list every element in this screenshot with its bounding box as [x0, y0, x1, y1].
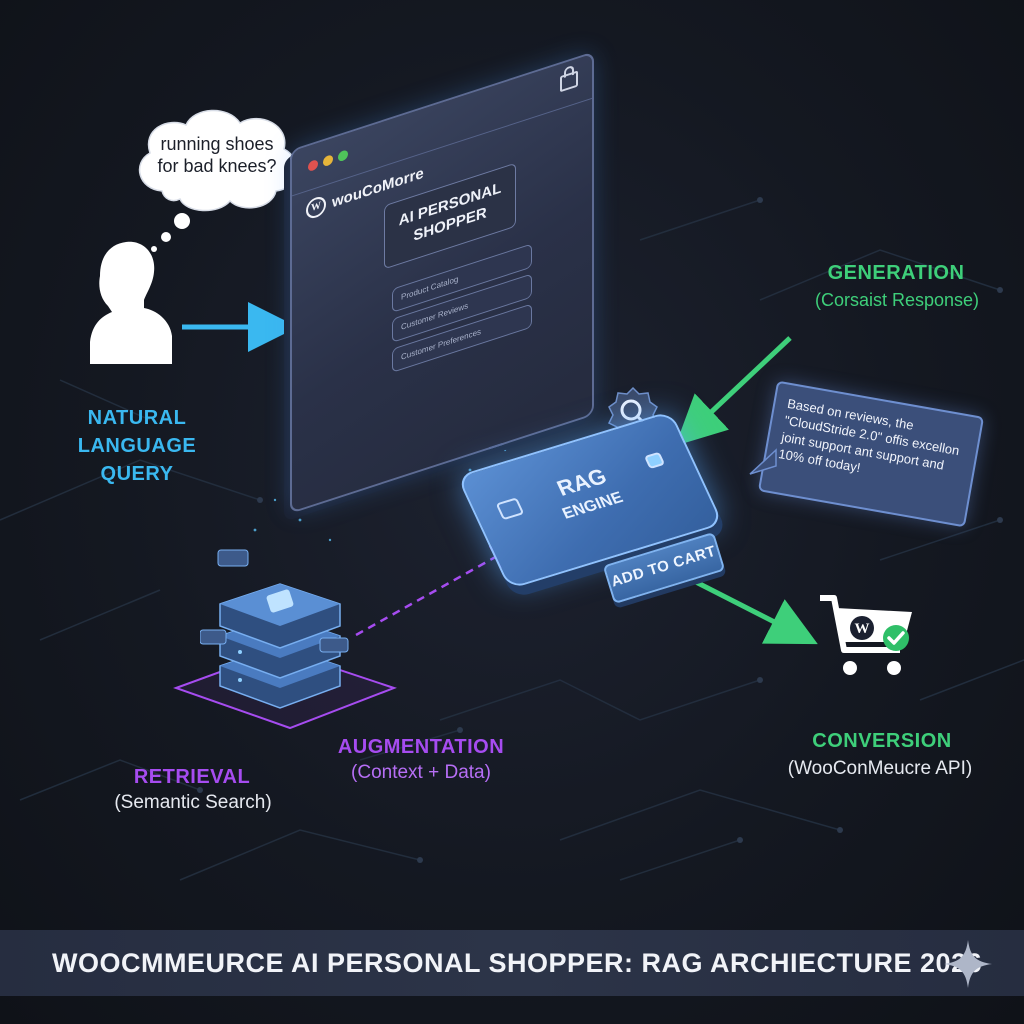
generation-subtitle: (Corsaist Response) — [814, 290, 980, 310]
banner-title: WOOCMMEURCE AI PERSONAL SHOPPER: RAG ARC… — [52, 948, 983, 978]
cart-wordpress-logo-icon — [850, 616, 874, 640]
wordpress-logo-icon: W — [306, 194, 326, 221]
minimize-dot-icon — [323, 154, 333, 168]
conversion-arrow — [690, 577, 818, 645]
lock-icon — [560, 70, 578, 93]
augmentation-title: AUGMENTATION — [337, 736, 505, 758]
maximize-dot-icon — [338, 149, 348, 163]
sparkle-icon — [944, 940, 992, 988]
retrieval-title: RETRIEVAL — [133, 766, 251, 788]
user-icon — [90, 241, 172, 364]
thought-bubble-icon — [138, 109, 297, 252]
close-dot-icon — [308, 158, 318, 173]
conversion-subtitle: (WooConMeucre API) — [787, 758, 973, 779]
bubble-line-1: running shoes — [160, 134, 274, 154]
query-label-line-1: NATURAL LANGUAGE — [77, 407, 197, 457]
bubble-line-2: for bad knees? — [157, 156, 277, 176]
response-card-tail — [749, 448, 777, 475]
generation-title: GENERATION — [827, 262, 965, 284]
generation-arrow — [675, 336, 792, 446]
shopping-cart-icon: W — [820, 595, 912, 675]
svg-text:W: W — [855, 621, 870, 637]
thought-bubble-text: running shoes for bad knees? — [132, 133, 302, 177]
database-icon — [200, 549, 349, 709]
augmentation-arrow — [355, 545, 517, 637]
retrieval-subtitle: (Semantic Search) — [114, 792, 272, 813]
generated-response-text: Based on reviews, the "CloudStride 2.0" … — [777, 395, 961, 476]
thought-bubble: running shoes for bad knees? — [132, 103, 302, 252]
augmentation-subtitle: (Context + Data) — [351, 762, 491, 783]
title-banner: WOOCMMEURCE AI PERSONAL SHOPPER: RAG ARC… — [0, 930, 1024, 996]
checkmark-icon — [883, 625, 909, 651]
conversion-title: CONVERSION — [812, 730, 952, 752]
query-label-line-2: QUERY — [100, 463, 174, 485]
natural-language-query-label: NATURAL LANGUAGE QUERY — [42, 404, 232, 488]
